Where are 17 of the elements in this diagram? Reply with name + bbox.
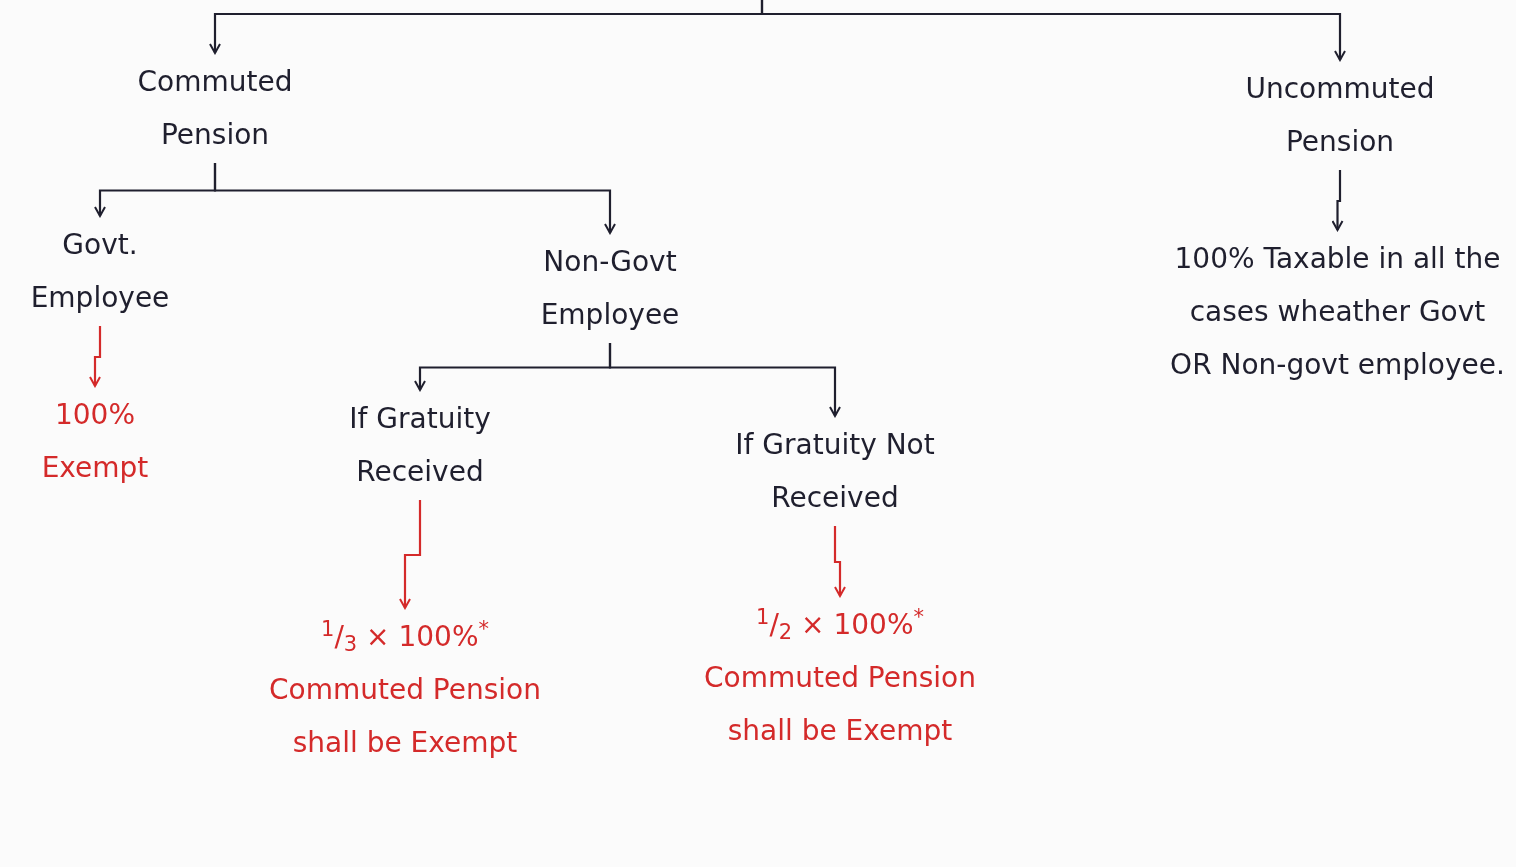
arrow bbox=[213, 163, 616, 234]
node-text: Govt. Employee bbox=[29, 227, 171, 317]
arrow bbox=[608, 343, 841, 417]
node-text: If Gratuity Received bbox=[348, 401, 492, 491]
node-text: Non-Govt Employee bbox=[539, 244, 681, 334]
node-text: $^{1}$/$_{3}$ × 100%$^{*}$ Commuted Pension shall be Exempt bbox=[268, 615, 542, 762]
node-text: Commuted Pension bbox=[136, 64, 294, 154]
arrow bbox=[833, 526, 846, 597]
arrow bbox=[760, 0, 1346, 61]
node-text: 100% Exempt bbox=[40, 397, 150, 487]
arrow bbox=[399, 500, 422, 609]
node-text: 100% Taxable in all the cases wheather Govt OR Non-govt employee. bbox=[1169, 241, 1506, 384]
arrow bbox=[89, 326, 102, 387]
node-text: Uncommuted Pension bbox=[1244, 71, 1436, 161]
node-text: If Gratuity Not Received bbox=[734, 427, 936, 517]
arrow bbox=[1331, 170, 1344, 231]
node-text: $^{1}$/$_{2}$ × 100%$^{*}$ Commuted Pension shall be Exempt bbox=[703, 603, 977, 750]
